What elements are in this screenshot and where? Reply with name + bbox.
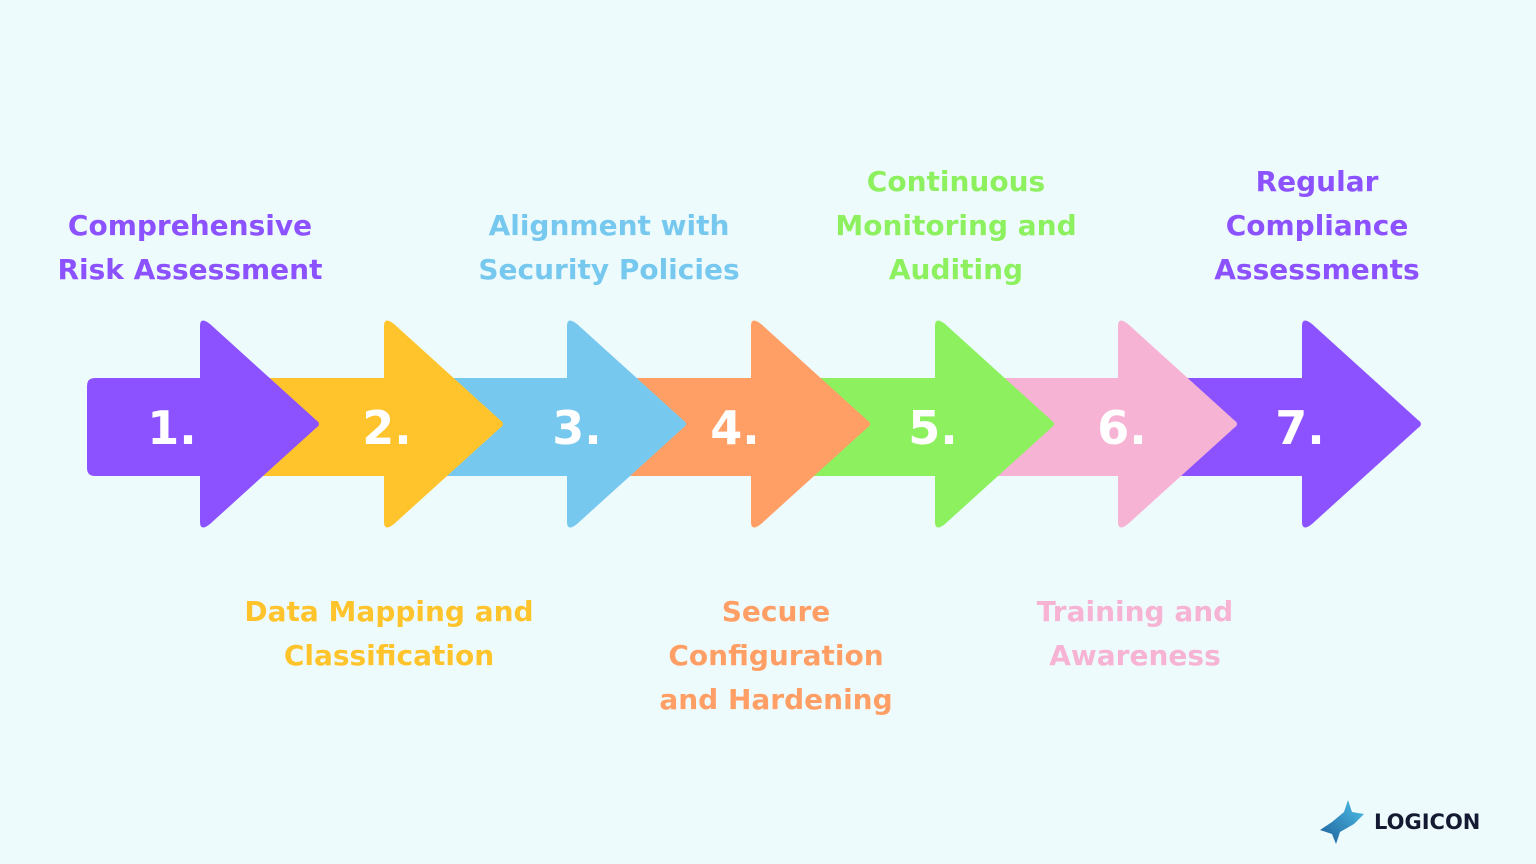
arrow-shape	[557, 320, 870, 528]
arrow-shape	[87, 320, 319, 528]
step-number: 7.	[1275, 401, 1324, 455]
label-line: Alignment with	[488, 209, 730, 242]
label-line: Training and	[1036, 595, 1234, 628]
step-number: 6.	[1097, 401, 1146, 455]
step-number: 4.	[710, 401, 759, 455]
label-line: Compliance	[1225, 209, 1409, 242]
label-line: Monitoring and	[835, 209, 1077, 242]
step-arrow-1: 1.	[87, 320, 319, 528]
logo-text: LOGICON	[1374, 810, 1481, 834]
step-arrow-4: 4.	[557, 320, 870, 528]
label-line: Comprehensive	[67, 209, 313, 242]
label-line: Continuous	[866, 165, 1046, 198]
label-line: Assessments	[1214, 253, 1420, 286]
label-line: Auditing	[888, 253, 1024, 286]
step-arrow-6: 6.	[925, 320, 1237, 528]
label-line: Awareness	[1049, 639, 1221, 672]
step-number: 3.	[552, 401, 601, 455]
step-number: 1.	[147, 401, 196, 455]
label-line: Security Policies	[478, 253, 740, 286]
logicon-logo: LOGICON	[1318, 798, 1480, 846]
step-number: 5.	[908, 401, 957, 455]
step-arrow-7: 7.	[1108, 320, 1421, 528]
label-line: Classification	[283, 639, 495, 672]
label-line: and Hardening	[659, 683, 893, 716]
arrow-shape	[374, 320, 686, 528]
label-line: Regular	[1255, 165, 1379, 198]
arrow-shape	[925, 320, 1237, 528]
logo-mark-icon	[1320, 800, 1364, 844]
step-arrow-3: 3.	[374, 320, 686, 528]
label-line: Data Mapping and	[244, 595, 534, 628]
label-line: Configuration	[668, 639, 884, 672]
step-number: 2.	[362, 401, 411, 455]
arrow-shape	[1108, 320, 1421, 528]
arrow-shape	[741, 320, 1054, 528]
label-line: Risk Assessment	[57, 253, 323, 286]
arrow-shape	[190, 320, 503, 528]
label-line: Secure	[721, 595, 831, 628]
step-arrow-2: 2.	[190, 320, 503, 528]
step-arrow-5: 5.	[741, 320, 1054, 528]
